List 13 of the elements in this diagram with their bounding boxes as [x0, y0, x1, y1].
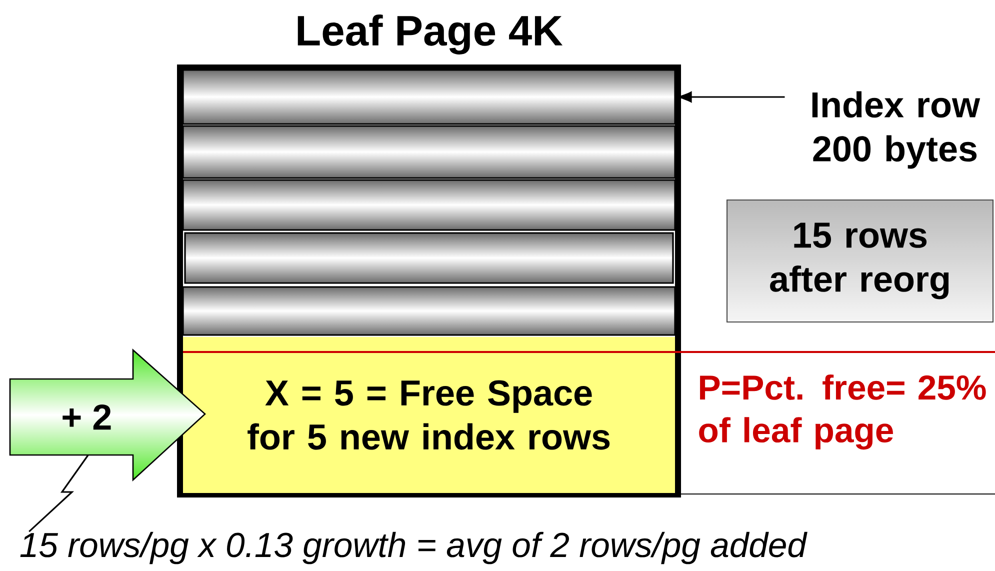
index-row-bar: [182, 179, 676, 231]
note-box: 15 rows after reorg: [726, 199, 994, 323]
index-row-bar: [182, 125, 676, 179]
index-row-bar: [182, 69, 676, 125]
note-text: P=Pct. free= 25% of leaf page: [699, 374, 986, 450]
note-text: Index row 200 bytes: [812, 91, 980, 169]
index-row-bar: [184, 232, 674, 284]
arrow: [678, 92, 785, 102]
free-space-box: X = 5 = Free Space for 5 new index rows: [183, 337, 675, 493]
caption: 15 rows/pg x 0.13 growth = avg of 2 rows/pg added: [20, 532, 808, 564]
index-row-bar: [182, 286, 676, 336]
leader-line: [28, 454, 89, 532]
page-title: Leaf Page 4K: [298, 14, 563, 54]
